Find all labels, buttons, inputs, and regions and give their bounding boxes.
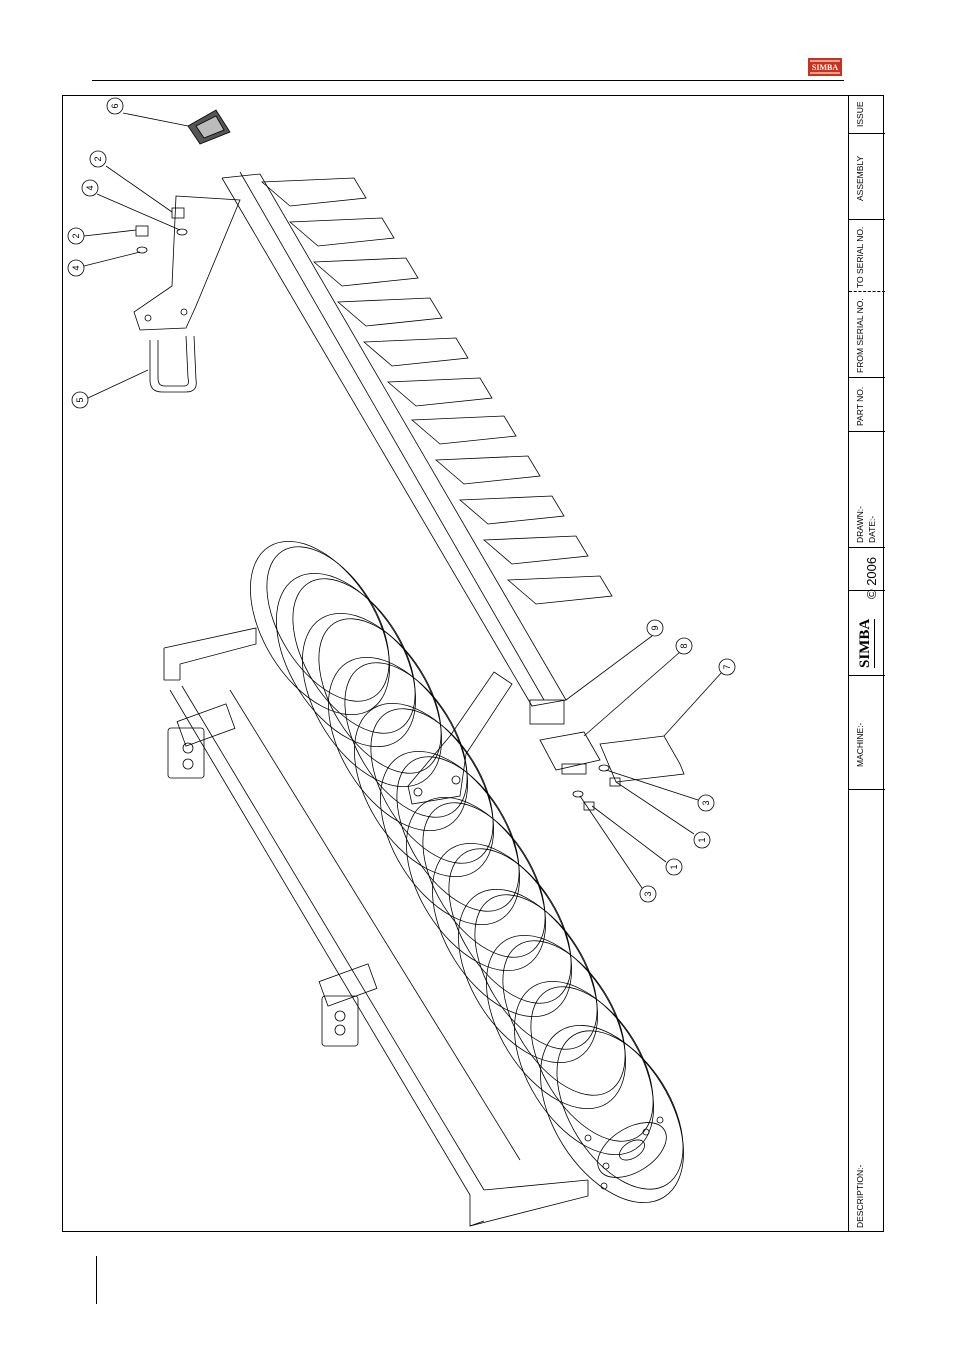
callout-4: 4 bbox=[68, 260, 84, 276]
u-bolt bbox=[150, 336, 196, 392]
callout-8: 8 bbox=[676, 638, 692, 654]
callout-2: 2 bbox=[68, 228, 84, 244]
upper-fasteners bbox=[136, 208, 187, 253]
callout-4: 4 bbox=[82, 180, 98, 196]
callout-bubbles: 6 2 4 2 4 5 9 8 7 3 1 1 3 bbox=[68, 98, 735, 902]
callout-9: 9 bbox=[647, 620, 663, 636]
svg-text:2: 2 bbox=[71, 233, 81, 238]
svg-text:4: 4 bbox=[85, 185, 95, 190]
end-cap bbox=[188, 110, 230, 144]
svg-text:2: 2 bbox=[93, 156, 103, 161]
svg-text:9: 9 bbox=[650, 625, 660, 630]
svg-text:1: 1 bbox=[669, 864, 679, 869]
lower-bracket bbox=[540, 732, 600, 774]
callout-1: 1 bbox=[694, 832, 710, 848]
upper-mounting-arm bbox=[134, 196, 240, 330]
callout-3: 3 bbox=[698, 795, 714, 811]
lower-fasteners bbox=[573, 765, 620, 810]
bearing-bracket-top bbox=[168, 728, 204, 778]
svg-text:3: 3 bbox=[701, 800, 711, 805]
svg-text:1: 1 bbox=[697, 837, 707, 842]
scraper-bar bbox=[222, 172, 566, 724]
svg-text:6: 6 bbox=[110, 103, 120, 108]
roller-frame bbox=[164, 628, 588, 1226]
scraper-blades bbox=[262, 178, 612, 604]
svg-text:7: 7 bbox=[722, 664, 732, 669]
callout-2: 2 bbox=[90, 151, 106, 167]
svg-text:8: 8 bbox=[679, 643, 689, 648]
roller-disc-stack bbox=[222, 517, 713, 1228]
callout-5: 5 bbox=[72, 392, 88, 408]
callout-6: 6 bbox=[107, 98, 123, 114]
callout-3: 3 bbox=[640, 886, 656, 902]
end-bearing-hub bbox=[585, 1111, 676, 1189]
svg-text:5: 5 bbox=[75, 397, 85, 402]
callout-7: 7 bbox=[719, 659, 735, 675]
svg-text:3: 3 bbox=[643, 891, 653, 896]
svg-text:4: 4 bbox=[71, 265, 81, 270]
lower-mounting-arm bbox=[408, 672, 512, 804]
lower-plate bbox=[600, 736, 684, 782]
callout-1: 1 bbox=[666, 859, 682, 875]
